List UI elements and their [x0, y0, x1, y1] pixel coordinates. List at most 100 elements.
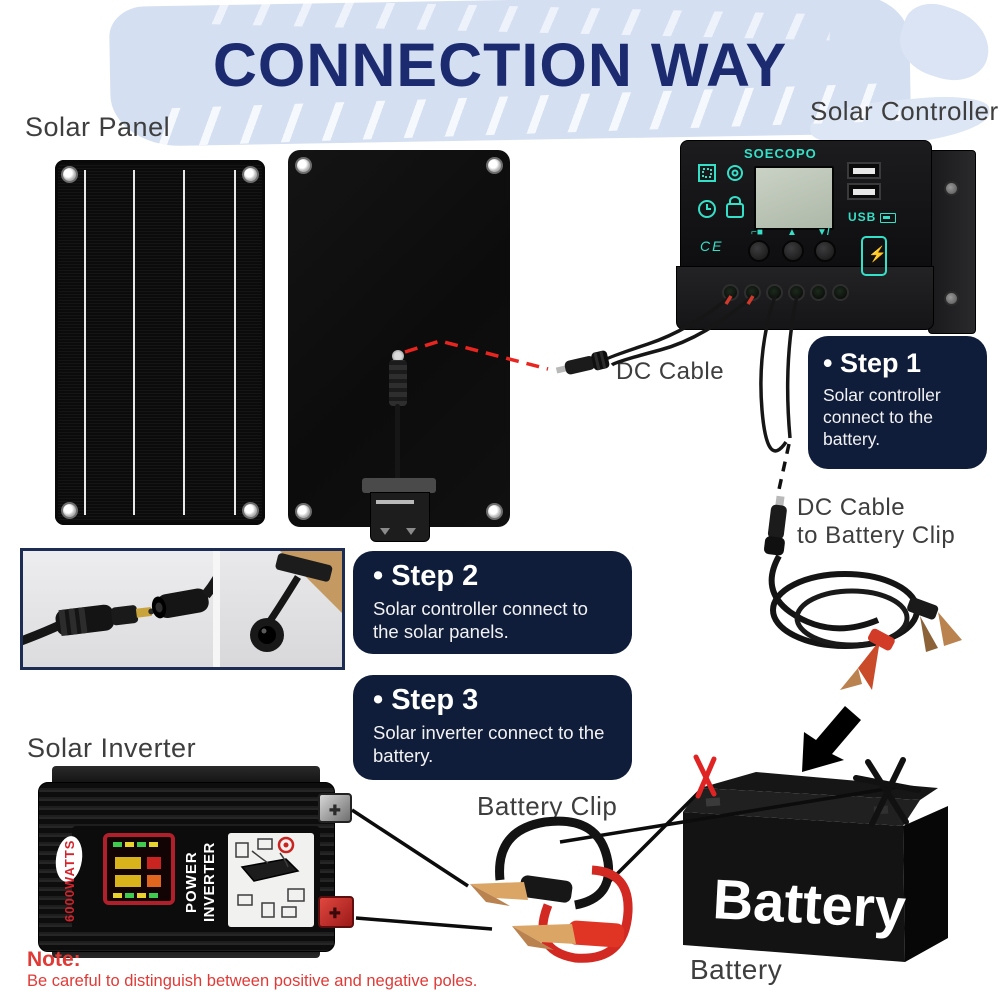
- display-segment: [149, 842, 158, 847]
- phone-charging-icon: ⚡: [861, 236, 887, 276]
- junction-box-pin: [406, 528, 416, 535]
- panel-busbar: [233, 170, 236, 515]
- dc-plug-vertical-icon: [763, 495, 787, 556]
- down-button-glyph: ▼/: [817, 227, 830, 238]
- controller-button: [782, 240, 804, 262]
- usb-port-icon: [847, 183, 881, 200]
- ce-mark-text: CE: [700, 238, 724, 254]
- dc-socket-adapter-drawing: [250, 551, 342, 652]
- wiring-diagram-drawing: [235, 836, 305, 918]
- battery-level-icon: [880, 213, 896, 223]
- connector-line: [355, 916, 493, 931]
- controller-terminal: [788, 284, 805, 301]
- display-digits: [115, 875, 141, 887]
- step1-box: • Step 1 Solar controller connect to the…: [808, 336, 987, 469]
- timer-clock-icon: [698, 200, 716, 218]
- inverter-display: [103, 833, 175, 905]
- grommet-icon: [295, 503, 312, 520]
- step3-title: • Step 3: [373, 684, 479, 716]
- battery-image: Battery: [683, 772, 948, 962]
- grommet-icon: [61, 502, 78, 519]
- panel-busbar: [183, 170, 186, 515]
- usb-label-text: USB: [848, 210, 877, 224]
- dc-connector-tip: [392, 350, 404, 362]
- controller-terminal-block: [676, 266, 934, 330]
- display-segment: [137, 842, 146, 847]
- coiled-cable: [770, 571, 920, 649]
- battery-terminal: [705, 797, 721, 807]
- controller-icon-grid: [698, 164, 744, 218]
- battery-clips-photo: [470, 816, 633, 963]
- step2-title: • Step 2: [373, 560, 479, 592]
- small-red-battery-clip-icon: [840, 628, 895, 690]
- display-digits: [147, 875, 161, 887]
- display-segment: [137, 893, 146, 898]
- dc-plug-socket-drawing: [23, 559, 213, 646]
- dc-cable-label: DC Cable: [616, 358, 725, 385]
- red-clip-cable: [538, 865, 633, 963]
- controller-terminal: [810, 284, 827, 301]
- inverter-side-text-power: POWER: [183, 851, 200, 913]
- step1-title: • Step 1: [823, 348, 921, 378]
- junction-box-label-strip: [376, 500, 414, 504]
- coiled-cable: [768, 554, 880, 632]
- dc-plug-male-icon: [555, 350, 610, 375]
- display-segment: [125, 842, 134, 847]
- junction-box-flange: [362, 478, 436, 493]
- controller-terminal: [766, 284, 783, 301]
- lightning-bolt-icon: ⚡: [868, 246, 887, 263]
- battery-terminal: [873, 805, 889, 815]
- display-digits: [147, 857, 161, 869]
- controller-button: [748, 240, 770, 262]
- usb-port-icon: [847, 162, 881, 179]
- note-title: Note:: [27, 948, 81, 971]
- controller-button: [814, 240, 836, 262]
- controller-lcd-screen: [754, 166, 834, 230]
- solar-inverter-label: Solar Inverter: [27, 733, 197, 763]
- inverter-end-cap: [52, 766, 320, 786]
- dc-cable-to-battery-clip-label: DC Cable to Battery Clip: [797, 494, 955, 550]
- dc-cable-to-clip-line1: DC Cable: [797, 494, 906, 521]
- inverter-watts-text: 6000WATTS: [62, 839, 77, 923]
- grommet-icon: [295, 157, 312, 174]
- inverter-positive-terminal: ✚: [318, 896, 354, 928]
- menu-button-glyph: ⌐■: [751, 227, 763, 238]
- solar-panel-label: Solar Panel: [25, 112, 171, 142]
- grommet-icon: [61, 166, 78, 183]
- controller-brand-text: SOECOPO: [744, 146, 817, 161]
- dc-socket-adapter-photo: [220, 551, 342, 667]
- grommet-icon: [486, 157, 503, 174]
- grommet-icon: [242, 166, 259, 183]
- battery-clip-label: Battery Clip: [477, 791, 618, 821]
- controller-mounting-bracket: [928, 150, 976, 334]
- controller-terminal: [744, 284, 761, 301]
- dashed-cable-line: [776, 443, 791, 495]
- step2-box: • Step 2 Solar controller connect to the…: [353, 551, 632, 654]
- grommet-icon: [486, 503, 503, 520]
- solar-controller-label: Solar Controller: [810, 96, 999, 126]
- display-digits: [115, 857, 141, 869]
- display-segment: [113, 842, 122, 847]
- big-arrow-icon: [802, 706, 861, 772]
- note-text: Be careful to distinguish between positi…: [27, 972, 478, 990]
- connector-line: [351, 808, 469, 888]
- up-button-glyph: ▲: [787, 227, 797, 238]
- screw-icon: [944, 291, 959, 306]
- step2-text: Solar controller connect to the solar pa…: [373, 598, 588, 643]
- step1-text: Solar controller connect to the battery.: [823, 385, 941, 449]
- junction-box-pin: [380, 528, 390, 535]
- panel-busbar: [132, 170, 135, 515]
- panel-cable: [395, 404, 400, 482]
- solar-panel-front-image: [55, 160, 265, 525]
- set-voltage-gear-icon: [727, 165, 743, 181]
- red-battery-clip-icon: [512, 920, 625, 950]
- step3-text: Solar inverter connect to the battery.: [373, 722, 605, 767]
- controller-terminal: [832, 284, 849, 301]
- display-segment: [125, 893, 134, 898]
- small-black-battery-clip-icon: [907, 597, 962, 652]
- black-battery-clip-icon: [470, 875, 573, 906]
- inverter-side-text-inverter: INVERTER: [201, 842, 218, 922]
- solar-controller-image: [680, 140, 932, 270]
- inverter-wiring-diagram-sticker: [228, 833, 314, 927]
- lock-icon: [726, 203, 744, 218]
